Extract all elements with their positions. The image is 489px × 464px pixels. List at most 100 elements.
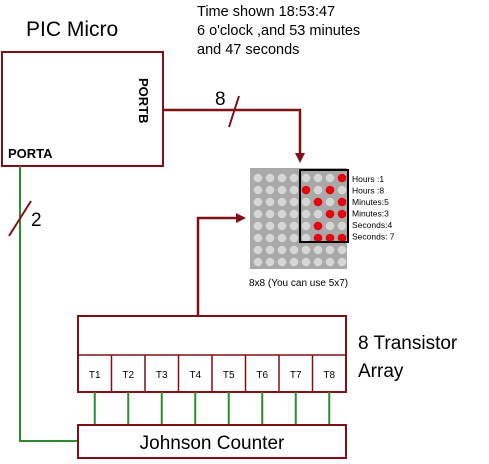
- transistor-label: T1: [89, 370, 101, 381]
- led-dot-off: [325, 221, 335, 231]
- led-dot-on: [325, 185, 335, 195]
- led-dot-on: [337, 233, 347, 243]
- matrix-row-label: Minutes:3: [352, 209, 389, 219]
- transistor-label: T5: [223, 370, 235, 381]
- led-dot-off: [313, 173, 323, 183]
- led-dot-off: [277, 257, 287, 267]
- transistor-array-title-line-2: Array: [358, 361, 404, 382]
- led-dot-off: [325, 197, 335, 207]
- led-dot-off: [265, 221, 275, 231]
- matrix-row-label: Seconds:4: [352, 220, 392, 230]
- transistor-label: T6: [256, 370, 268, 381]
- transistor-links: [93, 392, 331, 425]
- led-dot-off: [337, 257, 347, 267]
- led-dot-on: [301, 185, 311, 195]
- time-note-line-1: Time shown 18:53:47: [197, 4, 335, 20]
- led-dot-off: [253, 185, 263, 195]
- led-dot-on: [337, 197, 347, 207]
- led-dot-off: [325, 257, 335, 267]
- led-dot-off: [265, 257, 275, 267]
- led-dot-on: [325, 233, 335, 243]
- pic-micro-box: [1, 51, 164, 167]
- led-dot-off: [277, 197, 287, 207]
- led-dot-off: [265, 209, 275, 219]
- led-dot-off: [265, 197, 275, 207]
- led-dot-off: [337, 245, 347, 255]
- transistor-cells: T1 T2 T3 T4 T5 T6 T7 T8: [89, 355, 336, 392]
- led-dot-off: [289, 233, 299, 243]
- matrix-dots: [253, 173, 347, 267]
- transistor-label: T7: [290, 370, 302, 381]
- led-dot-off: [265, 233, 275, 243]
- transistor-label: T4: [189, 370, 201, 381]
- led-dot-off: [265, 245, 275, 255]
- led-matrix: [250, 168, 349, 269]
- led-dot-off: [289, 257, 299, 267]
- led-dot-on: [337, 173, 347, 183]
- time-note-line-2: 6 o'clock ,and 53 minutes: [197, 23, 360, 39]
- porta-label: PORTA: [8, 146, 53, 161]
- transistor-label: T2: [122, 370, 134, 381]
- led-dot-off: [289, 173, 299, 183]
- led-dot-on: [313, 233, 323, 243]
- led-dot-off: [253, 173, 263, 183]
- porta-bus-width: 2: [31, 210, 42, 231]
- led-dot-off: [253, 197, 263, 207]
- led-dot-off: [301, 233, 311, 243]
- led-dot-off: [277, 185, 287, 195]
- led-dot-off: [253, 233, 263, 243]
- led-dot-off: [325, 245, 335, 255]
- matrix-row-label: Seconds: 7: [352, 232, 395, 242]
- led-dot-off: [337, 185, 347, 195]
- transistor-label: T8: [323, 370, 335, 381]
- led-dot-off: [313, 209, 323, 219]
- led-dot-off: [253, 209, 263, 219]
- led-dot-on: [325, 209, 335, 219]
- led-dot-off: [277, 209, 287, 219]
- porta-bus-slash: [8, 200, 32, 237]
- led-dot-off: [313, 257, 323, 267]
- led-dot-off: [337, 221, 347, 231]
- transistor-to-matrix-wire: [196, 216, 238, 316]
- led-dot-off: [289, 209, 299, 219]
- portb-bus-width: 8: [215, 89, 226, 110]
- led-dot-off: [313, 245, 323, 255]
- matrix-caption: 8x8 (You can use 5x7): [249, 278, 348, 289]
- matrix-row-label: Hours :1: [352, 174, 384, 184]
- led-dot-off: [301, 257, 311, 267]
- pic-micro-title: PIC Micro: [26, 18, 118, 41]
- led-dot-off: [289, 245, 299, 255]
- led-dot-on: [313, 221, 323, 231]
- led-dot-off: [253, 221, 263, 231]
- portb-label: PORTB: [136, 78, 151, 124]
- led-dot-off: [289, 197, 299, 207]
- matrix-panel: [250, 168, 347, 269]
- portb-bus-wire: [163, 108, 302, 156]
- led-dot-off: [265, 185, 275, 195]
- led-dot-on: [337, 209, 347, 219]
- johnson-counter-label: Johnson Counter: [140, 433, 285, 454]
- portb-bus-slash: [228, 95, 240, 128]
- led-dot-off: [289, 185, 299, 195]
- led-dot-off: [277, 221, 287, 231]
- led-dot-off: [277, 245, 287, 255]
- led-dot-off: [313, 185, 323, 195]
- led-dot-off: [325, 173, 335, 183]
- led-dot-off: [277, 173, 287, 183]
- led-dot-on: [313, 197, 323, 207]
- matrix-highlight-frame: [299, 169, 349, 243]
- led-dot-off: [301, 197, 311, 207]
- matrix-row-label: Hours :8: [352, 186, 384, 196]
- led-dot-off: [289, 221, 299, 231]
- transistor-label: T3: [156, 370, 168, 381]
- led-dot-off: [253, 245, 263, 255]
- johnson-counter-box: [77, 424, 347, 459]
- led-dot-off: [301, 173, 311, 183]
- led-dot-off: [301, 245, 311, 255]
- porta-wire: [19, 166, 79, 442]
- led-dot-off: [301, 221, 311, 231]
- transistor-wire-arrowhead: [236, 213, 246, 223]
- matrix-row-label: Minutes:5: [352, 197, 389, 207]
